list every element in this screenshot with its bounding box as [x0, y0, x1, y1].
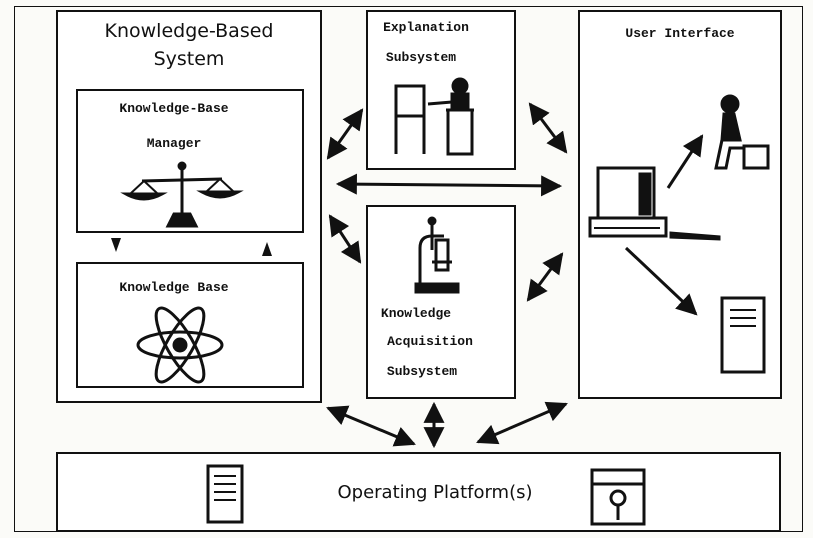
explanation-label: Explanation — [383, 20, 469, 35]
acquisition-label: Knowledge — [380, 306, 452, 321]
connection-arrows — [326, 102, 704, 449]
user-interface-box — [578, 10, 782, 399]
server-icon — [720, 296, 766, 374]
floppy-lock-icon — [590, 468, 646, 526]
platform-label: Operating Platform(s) — [337, 482, 533, 503]
terminal-icon — [588, 166, 721, 241]
user-interface-label: User Interface — [625, 26, 735, 41]
acquisition-label-3: Subsystem — [386, 364, 458, 379]
kb-manager-label: Knowledge-Base — [119, 101, 229, 116]
user-icon — [714, 94, 770, 170]
kbs-title-2: System — [153, 48, 225, 70]
platform-box — [56, 452, 781, 532]
explanation-box — [366, 10, 516, 170]
knowledge-base-box — [76, 262, 304, 388]
kb-manager-box — [76, 89, 304, 233]
acquisition-label-2: Acquisition — [387, 334, 473, 349]
kb-manager-links — [111, 238, 272, 256]
knowledge-base-label: Knowledge Base — [119, 280, 229, 295]
kb-manager-label-2: Manager — [146, 136, 202, 151]
microscope-icon — [414, 216, 460, 294]
explanation-label-2: Subsystem — [385, 50, 457, 65]
scales-icon — [120, 161, 244, 228]
kbs-title: Knowledge-Based — [104, 20, 274, 42]
presenter-icon — [394, 77, 474, 156]
server-icon-platform — [206, 464, 244, 524]
atom-icon — [136, 306, 224, 384]
